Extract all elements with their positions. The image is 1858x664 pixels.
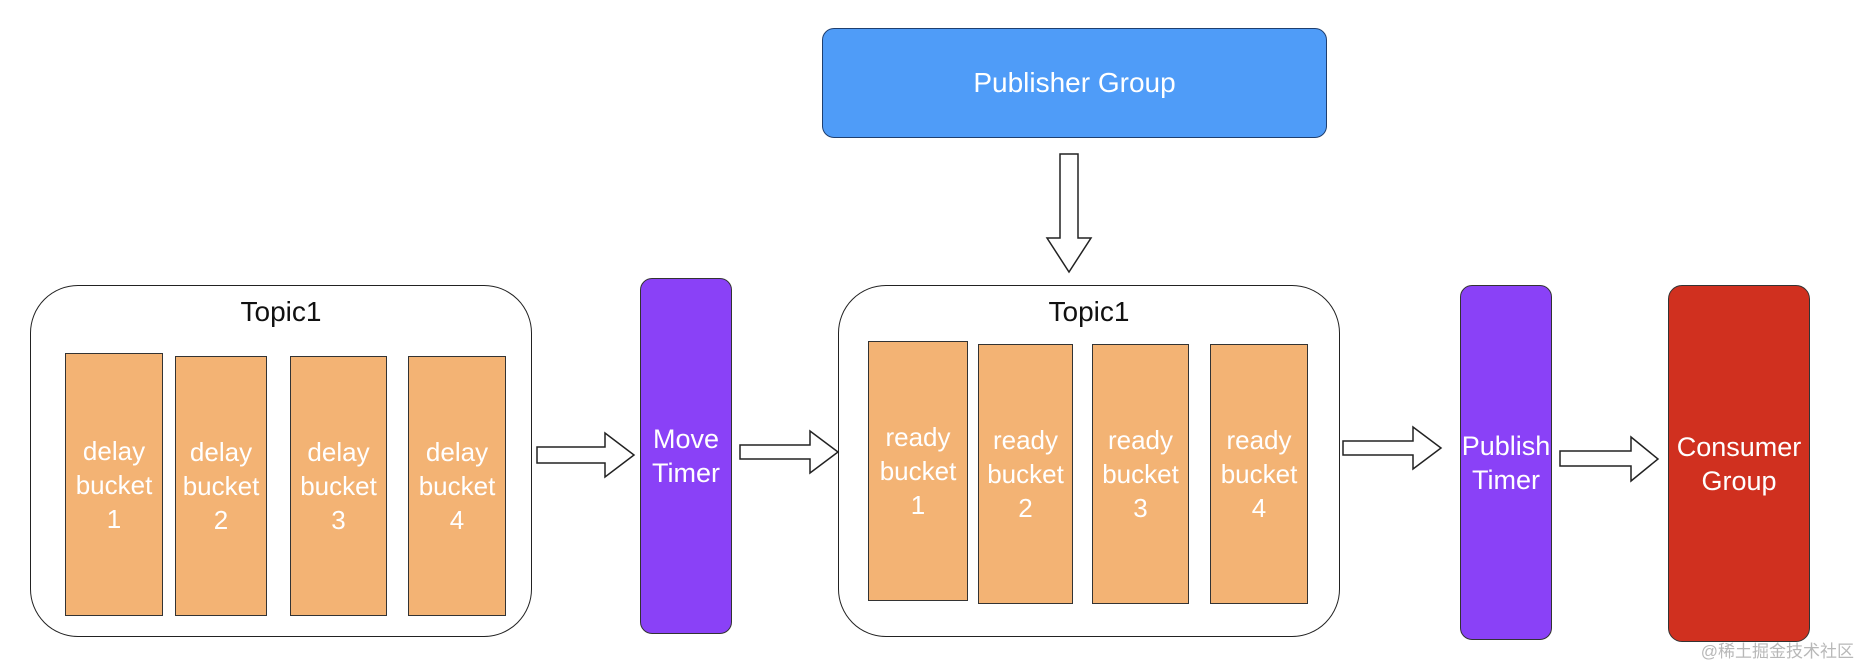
ready-bucket-4: ready bucket 4 bbox=[1210, 344, 1308, 604]
move-timer-box: Move Timer bbox=[640, 278, 732, 634]
delay-bucket-4: delay bucket 4 bbox=[408, 356, 506, 616]
publish-timer-box: Publish Timer bbox=[1460, 285, 1552, 640]
right-arrow-icon bbox=[739, 429, 840, 475]
right-arrow-icon bbox=[1559, 435, 1660, 483]
down-arrow-icon bbox=[1045, 153, 1093, 274]
watermark-text: @稀土掘金技术社区 bbox=[1700, 642, 1854, 661]
consumer-group-box: Consumer Group bbox=[1668, 285, 1810, 642]
delay-bucket-2: delay bucket 2 bbox=[175, 356, 267, 616]
ready-topic-title: Topic1 bbox=[1048, 296, 1130, 327]
delay-bucket-3: delay bucket 3 bbox=[290, 356, 387, 616]
delay-bucket-1: delay bucket 1 bbox=[65, 353, 163, 616]
right-arrow-icon bbox=[536, 431, 636, 479]
right-arrow-icon bbox=[1342, 425, 1443, 471]
ready-bucket-3: ready bucket 3 bbox=[1092, 344, 1189, 604]
publisher-group-label: Publisher Group bbox=[973, 67, 1176, 98]
ready-bucket-1: ready bucket 1 bbox=[868, 341, 968, 601]
delay-topic-title: Topic1 bbox=[240, 296, 322, 327]
publisher-group-box: Publisher Group bbox=[822, 28, 1327, 138]
ready-bucket-2: ready bucket 2 bbox=[978, 344, 1073, 604]
